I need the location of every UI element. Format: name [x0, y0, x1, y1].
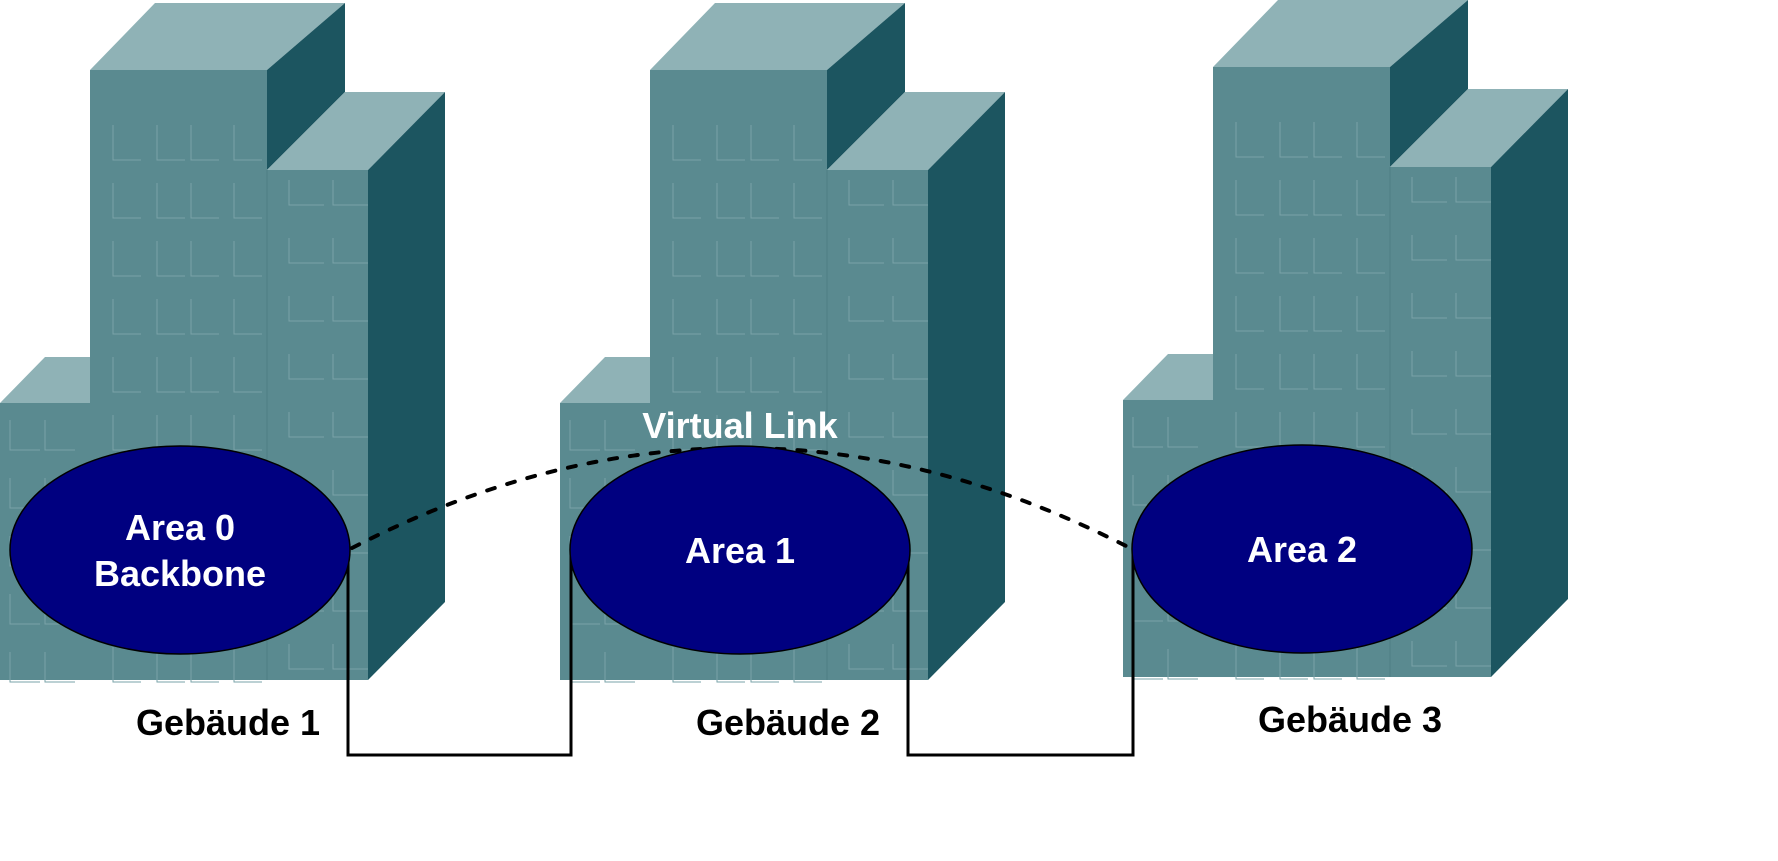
area-label: Backbone — [94, 553, 266, 594]
right-tower-roof — [1390, 89, 1568, 167]
area-label: Area 2 — [1247, 529, 1357, 570]
building-3 — [1123, 0, 1568, 680]
low-block-roof — [0, 357, 90, 403]
building-label: Gebäude 1 — [136, 702, 320, 743]
low-block-roof — [1123, 354, 1213, 400]
virtual-link-label: Virtual Link — [642, 405, 838, 446]
area-label: Area 0 — [125, 507, 235, 548]
right-tower-side — [368, 92, 445, 680]
right-tower-roof — [827, 92, 1005, 170]
building-label: Gebäude 2 — [696, 702, 880, 743]
area-label: Area 1 — [685, 530, 795, 571]
main-tower-roof — [650, 3, 905, 70]
area-ellipse-3 — [1131, 444, 1473, 654]
main-tower-roof — [90, 3, 345, 70]
main-tower-side — [827, 3, 905, 170]
right-tower-roof — [267, 92, 445, 170]
physical-link-1-2 — [346, 550, 573, 757]
right-tower-side — [1491, 89, 1568, 677]
area-ellipse-1 — [9, 445, 351, 655]
main-tower-side — [267, 3, 345, 170]
main-tower-side — [1390, 0, 1468, 167]
building-label: Gebäude 3 — [1258, 699, 1442, 740]
area-ellipse-2 — [569, 445, 911, 655]
physical-link-2-3 — [906, 548, 1135, 757]
right-tower-side — [928, 92, 1005, 680]
main-tower-roof — [1213, 0, 1468, 67]
low-block-roof — [560, 357, 650, 403]
